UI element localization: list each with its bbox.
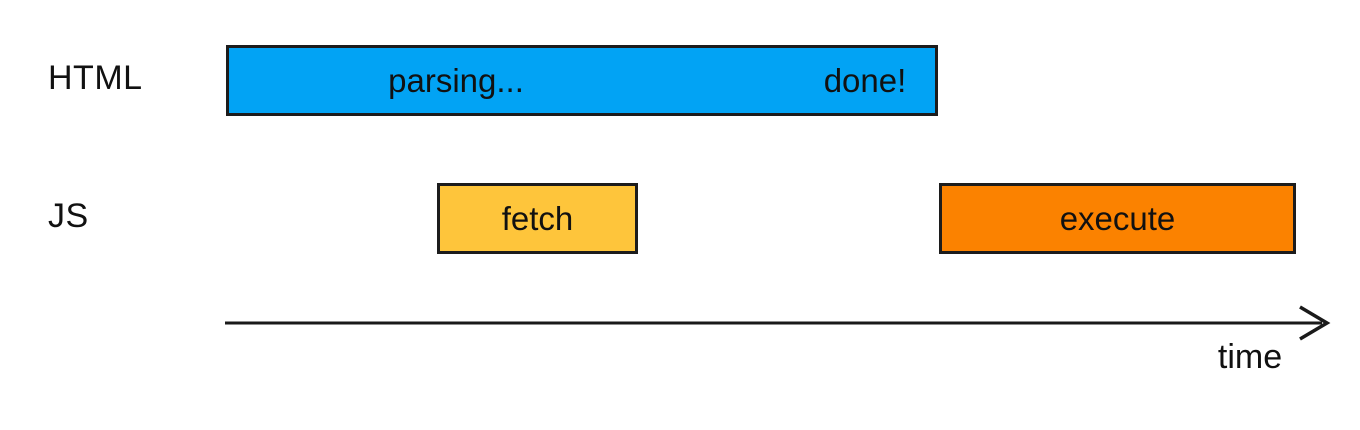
parsing-bar-start-label: parsing... bbox=[388, 61, 524, 99]
parsing-bar-done-label: done! bbox=[823, 61, 907, 99]
row-label-js: JS bbox=[48, 197, 89, 235]
html-parsing-bar: parsing... done! bbox=[226, 45, 938, 116]
arrow-right-icon bbox=[1299, 305, 1331, 341]
fetch-bar-label: fetch bbox=[501, 199, 574, 237]
execute-bar-label: execute bbox=[1059, 199, 1176, 237]
time-axis-label: time bbox=[1217, 337, 1283, 376]
js-fetch-bar: fetch bbox=[437, 183, 638, 254]
js-execute-bar: execute bbox=[939, 183, 1296, 254]
row-label-html: HTML bbox=[48, 59, 143, 97]
